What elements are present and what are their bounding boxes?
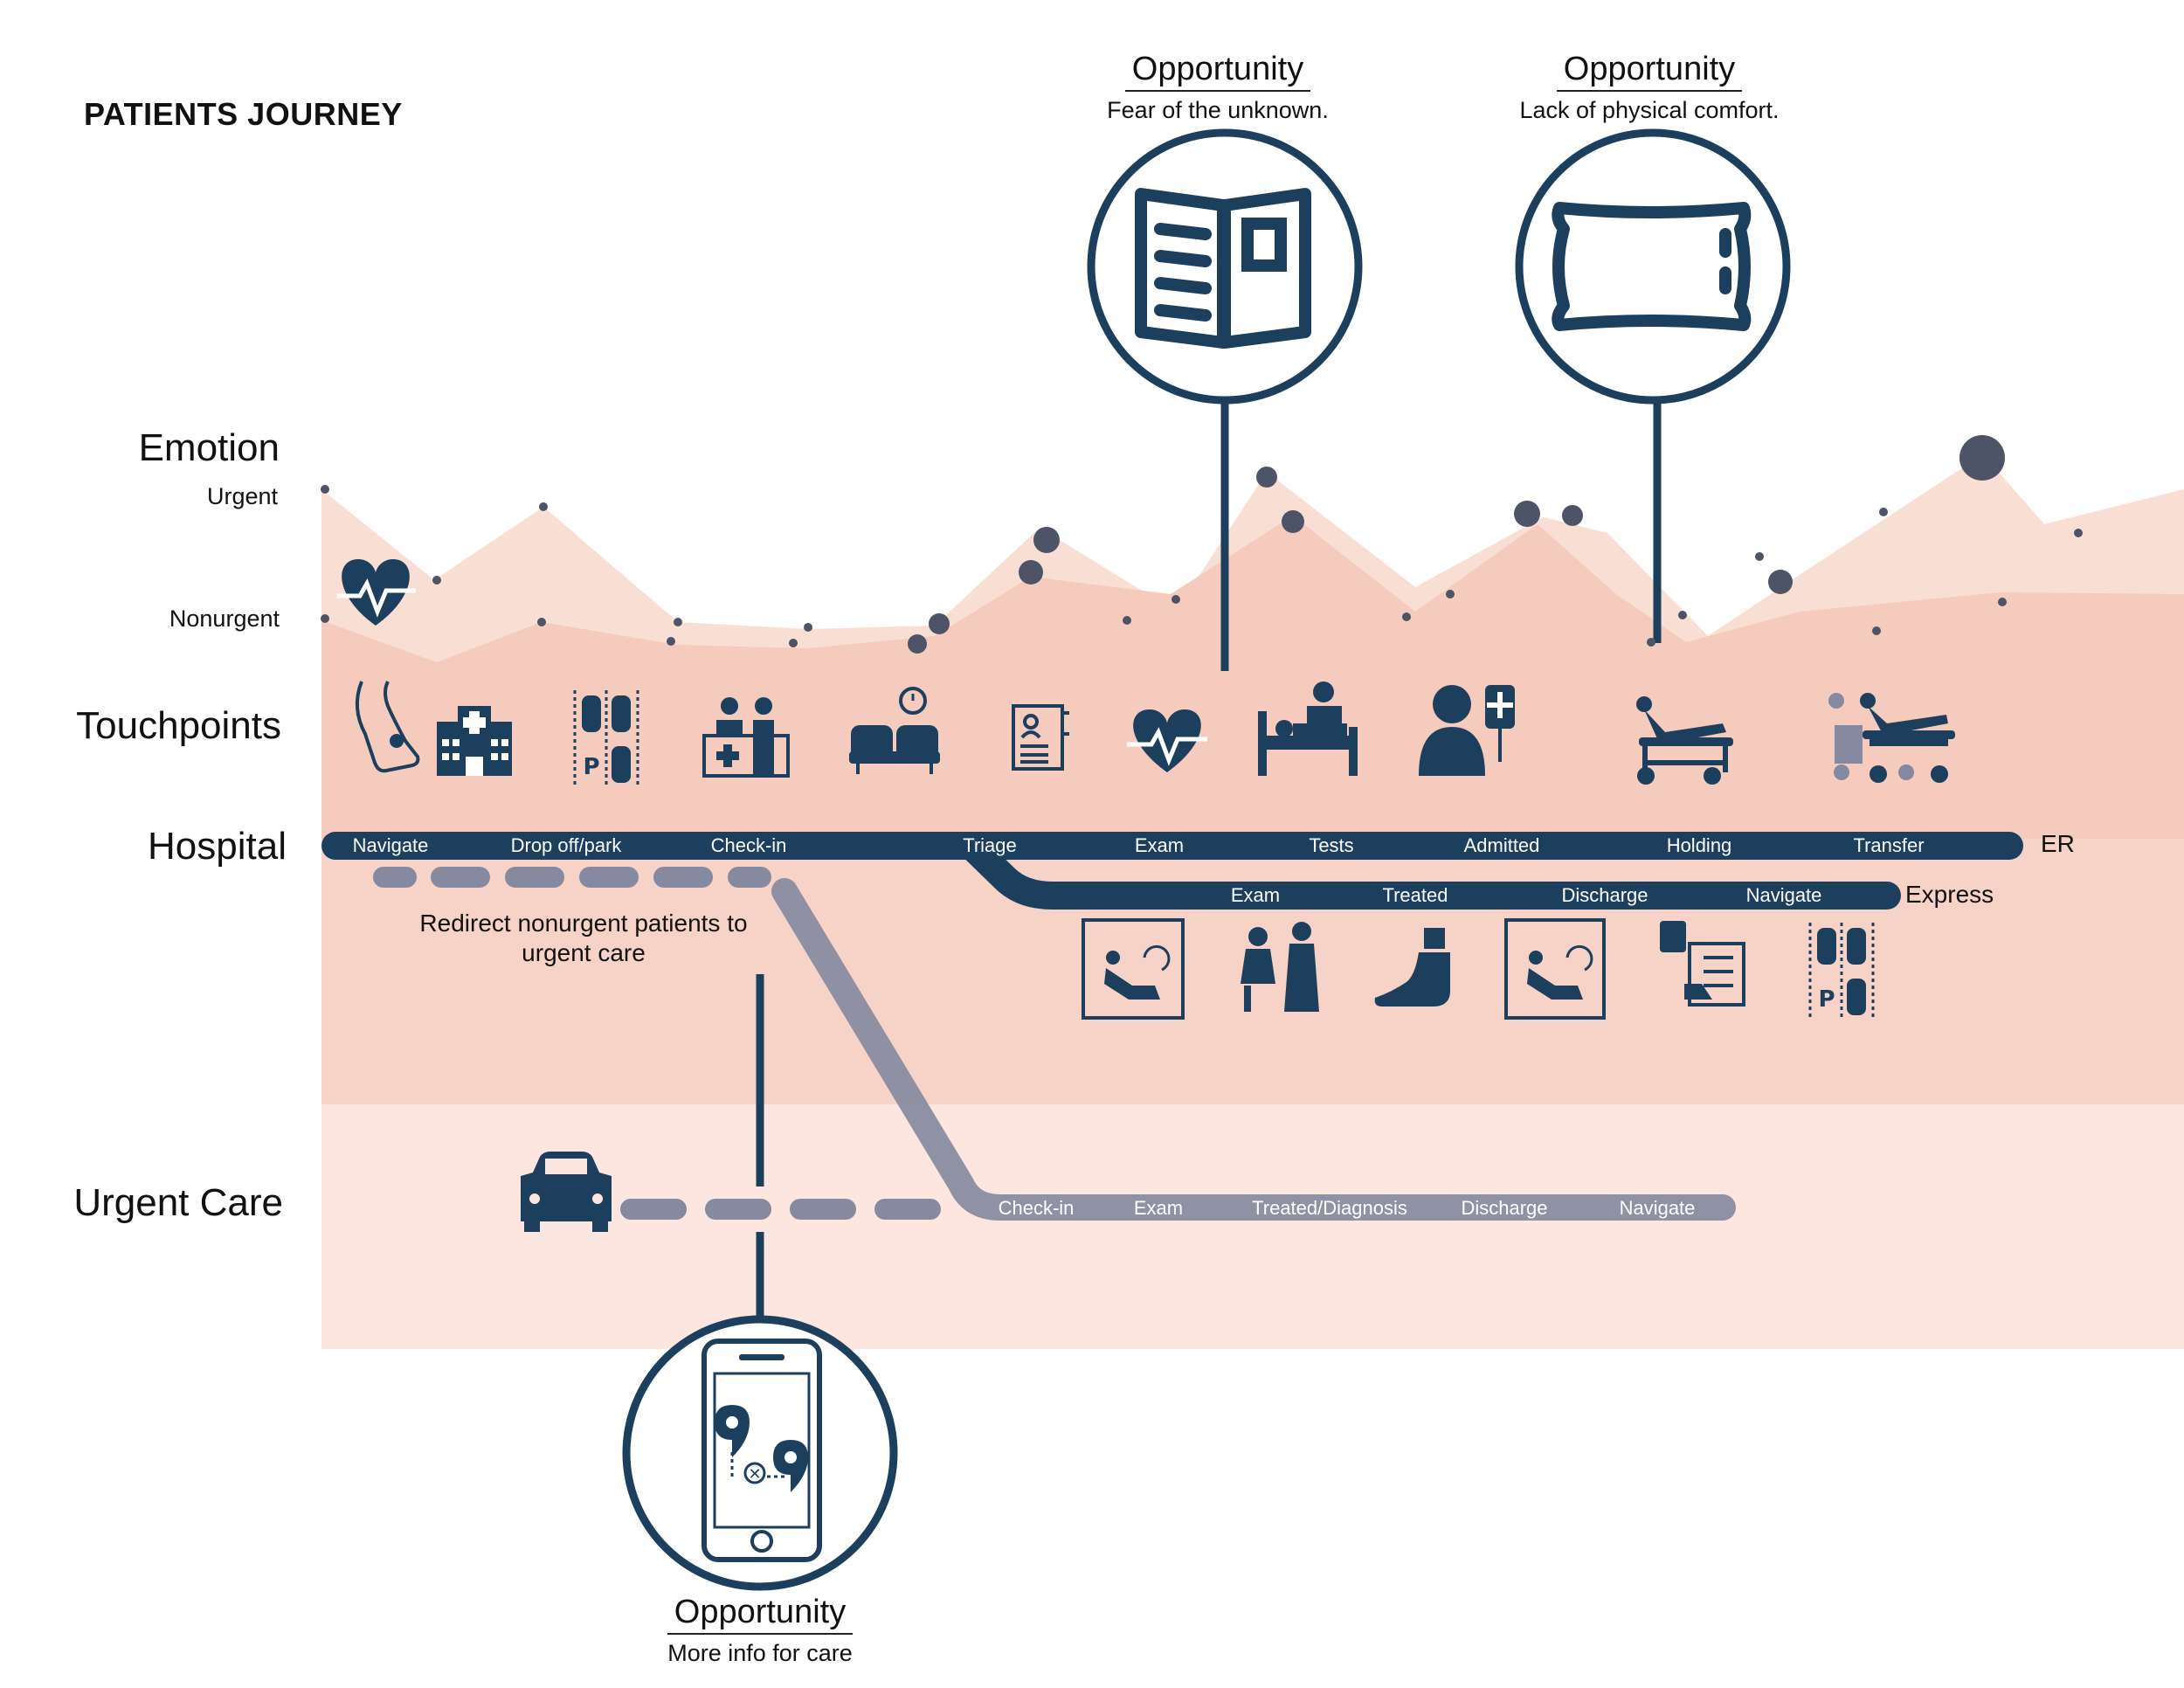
smartphone-map-icon: ✕ [702, 1339, 822, 1562]
emotion-points [321, 435, 2083, 654]
urgent_care-step-4: Discharge [1461, 1197, 1547, 1219]
row-label-urgent: Urgent [206, 483, 278, 509]
opportunity-2-circle [1515, 128, 1791, 405]
row-label-hospital: Hospital [148, 825, 287, 868]
er-step-8: Holding [1667, 834, 1732, 856]
waiting-room-icon [849, 687, 940, 774]
urgent-care-dashes [620, 1199, 941, 1220]
patient-record-icon [1012, 704, 1069, 771]
express-step-labels: Exam Treated Discharge Navigate [1231, 884, 1822, 906]
er-step-7: Admitted [1464, 834, 1540, 856]
hospital-bed-icon [1258, 681, 1358, 776]
svg-text:✕: ✕ [748, 1465, 761, 1484]
redirect-note: Redirect nonurgent patients to urgent ca… [419, 910, 748, 966]
er-step-6: Tests [1309, 834, 1353, 856]
bandaged-foot-icon [1374, 928, 1450, 1007]
er-step-9: Transfer [1853, 834, 1924, 856]
er-step-4: Triage [963, 834, 1017, 856]
express-step-1: Exam [1231, 884, 1280, 906]
er-step-5: Exam [1135, 834, 1184, 856]
opportunity-1-title: Opportunity [1124, 51, 1311, 92]
opportunity-1: Opportunity Fear of the unknown. [1052, 51, 1384, 124]
svg-text:P: P [1818, 986, 1835, 1013]
express-branch [957, 832, 1901, 910]
row-label-nonurgent: Nonurgent [169, 605, 280, 632]
patient-transfer-icon [1828, 693, 1955, 783]
express-step-4: Navigate [1746, 884, 1822, 906]
er-track [321, 832, 2023, 860]
doctor-treating-icon [1241, 922, 1319, 1012]
hospital-building-icon [437, 706, 512, 776]
pillow-icon [1552, 202, 1752, 331]
urgent_care-step-2: Exam [1134, 1197, 1183, 1219]
opportunity-3-circle [622, 1315, 898, 1591]
heart-rate-icon [337, 559, 416, 626]
opportunity-1-description: Fear of the unknown. [1107, 97, 1329, 123]
er-step-1: Navigate [353, 834, 429, 856]
urgent-care-band [321, 1104, 2184, 1349]
row-label-emotion: Emotion [138, 426, 280, 469]
reception-desk-icon [702, 697, 790, 778]
car-icon [521, 1152, 612, 1232]
parking-icon: P [573, 690, 639, 788]
urgent-care-track [771, 878, 1736, 1221]
urgent_care-step-5: Navigate [1620, 1197, 1696, 1219]
iv-drip-patient-icon [1419, 685, 1515, 776]
heart-monitor-icon [1127, 709, 1207, 772]
open-book-icon [1135, 188, 1311, 349]
opportunity-3: Opportunity More info for care [594, 1594, 926, 1667]
opportunity-2-description: Lack of physical comfort. [1519, 97, 1780, 123]
opportunity-3-description: More info for care [667, 1640, 853, 1666]
page-title: PATIENTS JOURNEY [84, 96, 403, 132]
express-track-tag: Express [1905, 881, 1994, 908]
exam-chair-icon-2 [1504, 918, 1606, 1020]
er-step-labels: Navigate Drop off/park Check-in Triage Exam T… [353, 834, 1925, 856]
urgent_care-step-3: Treated/Diagnosis [1252, 1197, 1407, 1219]
express-step-2: Treated [1382, 884, 1448, 906]
exam-chair-icon [1082, 918, 1185, 1020]
injured-foot-icon [355, 681, 420, 773]
er-track-tag: ER [2041, 830, 2075, 857]
er-step-2: Drop off/park [511, 834, 623, 856]
stretcher-icon [1636, 696, 1733, 785]
er-step-3: Check-in [711, 834, 787, 856]
urgent_care-step-1: Check-in [999, 1197, 1075, 1219]
opportunity-2-title: Opportunity [1556, 51, 1743, 92]
express-step-3: Discharge [1561, 884, 1648, 906]
opportunity-2: Opportunity Lack of physical comfort. [1483, 51, 1815, 124]
prescription-icon [1660, 921, 1745, 1007]
row-label-urgent-care: Urgent Care [73, 1181, 283, 1224]
parking-icon-2: P [1808, 923, 1875, 1020]
opportunity-3-title: Opportunity [667, 1594, 854, 1635]
urgent-care-step-labels: Check-in Exam Treated/Diagnosis Discharge Na… [999, 1197, 1696, 1219]
row-label-touchpoints: Touchpoints [76, 704, 281, 747]
redirect-dashes [373, 867, 771, 888]
svg-text:P: P [583, 754, 599, 780]
